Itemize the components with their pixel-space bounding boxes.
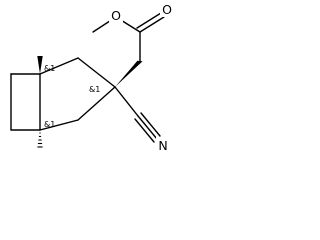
bond-nitrile-2 — [140, 112, 161, 137]
bond-nitrile-3 — [134, 118, 155, 143]
bond-c-o-double-2 — [136, 12, 162, 29]
wedge-bond-ch2 — [115, 60, 143, 87]
hash-bond-bottom-h — [37, 132, 43, 148]
wedge-bond-top-h — [37, 56, 43, 74]
ester-oxygen-label: O — [111, 8, 121, 23]
stereo-label-bridgehead-bottom: &1 — [44, 120, 55, 129]
nitrile-nitrogen-label: N — [158, 138, 167, 153]
molecule-structure: O O N &1 &1 &1 — [10, 1, 174, 153]
bond-c-o-double-1 — [139, 16, 165, 33]
bond-cp-top-right — [77, 57, 116, 88]
bond-nitrile-1 — [137, 115, 158, 140]
stereo-label-bridgehead-top: &1 — [44, 64, 55, 73]
bond-cp-bottom-left — [39, 119, 79, 131]
bond-c-cn — [114, 86, 139, 117]
stereo-label-quaternary-carbon: &1 — [89, 85, 100, 94]
bond-cp-top-left — [39, 57, 79, 75]
carbonyl-oxygen-label: O — [162, 2, 172, 17]
bond-cp-bottom-right — [77, 86, 116, 121]
